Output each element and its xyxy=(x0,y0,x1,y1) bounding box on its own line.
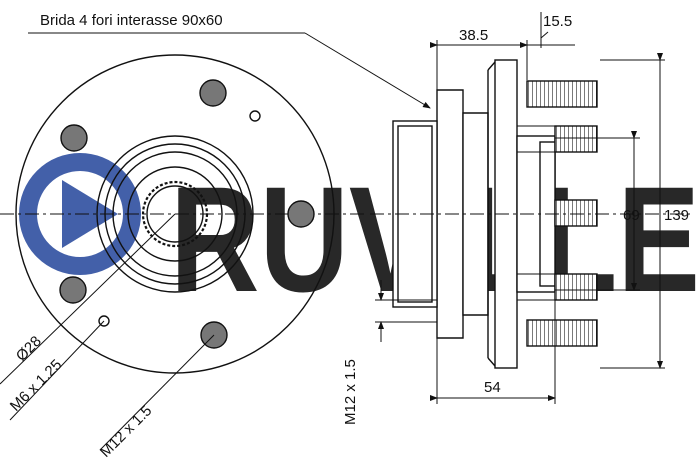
hub-flange-chamfer xyxy=(487,61,496,367)
small-thread-label: M6 x 1.25 xyxy=(7,356,66,415)
hub-ring-2 xyxy=(104,143,246,285)
dimension-lines xyxy=(375,12,665,404)
stud-shank-lines xyxy=(517,125,555,301)
hub-outer-ring xyxy=(96,135,254,293)
bore-leader xyxy=(0,213,176,385)
side-thread-label: M12 x 1.5 xyxy=(342,359,359,425)
stud-4 xyxy=(554,273,598,301)
spline-bore xyxy=(141,180,209,248)
stud-2 xyxy=(554,125,598,153)
dim-offset-tick xyxy=(540,31,549,39)
flange-outline xyxy=(15,54,335,374)
flange-note-label: Brida 4 fori interasse 90x60 xyxy=(40,12,223,29)
brand-watermark: RUVILLE xyxy=(19,153,700,323)
dim-inner-diameter-label: 69 xyxy=(623,207,640,224)
thread-leader xyxy=(9,320,105,421)
dim-outer-diameter-label: 139 xyxy=(664,207,689,224)
small-hole-bottom xyxy=(98,315,110,327)
stud-5 xyxy=(526,319,598,347)
bolt-leader xyxy=(99,334,215,451)
bolt-hole-top xyxy=(199,79,227,107)
stud-3 xyxy=(554,199,598,227)
small-hole-top xyxy=(249,110,261,122)
front-view xyxy=(0,32,431,451)
bore-diameter-label: Ø28 xyxy=(13,333,45,365)
front-thread-label: M12 x 1.5 xyxy=(97,402,156,461)
dim-offset-label: 15.5 xyxy=(543,13,572,30)
dim-hub-length-label: 54 xyxy=(484,379,501,396)
bolt-hole-lower-left xyxy=(59,276,87,304)
note-leader xyxy=(304,32,431,109)
watermark-logo-arrow xyxy=(62,180,118,248)
bolt-hole-upper-left xyxy=(60,124,88,152)
side-view xyxy=(370,59,690,369)
hub-inner-ring xyxy=(127,166,223,262)
bolt-hole-right xyxy=(287,200,315,228)
dim-flange-to-face-label: 38.5 xyxy=(459,27,488,44)
hub-ring-3 xyxy=(112,151,238,277)
stud-1 xyxy=(526,80,598,108)
bore-circle xyxy=(146,185,204,243)
